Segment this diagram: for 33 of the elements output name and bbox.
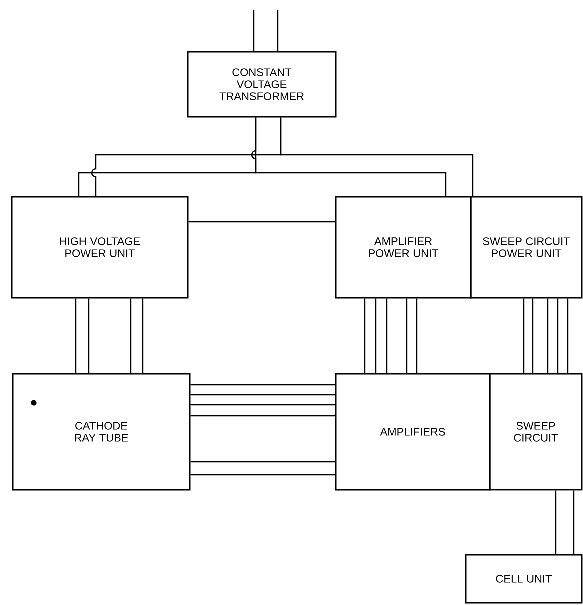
wire [557,298,559,374]
wire [130,298,132,374]
wire [88,298,90,374]
wire [567,298,569,374]
unit-box: CATHODE RAY TUBE [12,373,191,491]
wire [523,298,525,374]
unit-box: AMPLIFIER POWER UNIT [335,196,472,299]
unit-box: CONSTANT VOLTAGE TRANSFORMER [187,51,337,118]
wire [375,298,377,374]
unit-box: AMPLIFIERS [335,373,491,491]
wire [253,10,255,52]
wire [190,415,336,417]
wire [75,298,77,374]
unit-box: CELL UNIT [465,554,583,604]
wire [416,298,418,374]
wire [547,298,549,374]
wire [190,384,336,386]
unit-box: SWEEP CIRCUIT [489,373,583,491]
wire [190,474,336,476]
wire [406,298,408,374]
wire [555,490,557,554]
wire [573,490,575,554]
unit-box: HIGH VOLTAGE POWER UNIT [11,196,189,299]
wire [364,298,366,374]
wire [190,461,336,463]
wire [190,404,336,406]
wire [277,10,279,52]
unit-box: SWEEP CIRCUIT POWER UNIT [470,196,583,299]
wire [190,394,336,396]
wire [142,298,144,374]
wire [386,298,388,374]
wire [532,298,534,374]
wire [188,221,336,223]
